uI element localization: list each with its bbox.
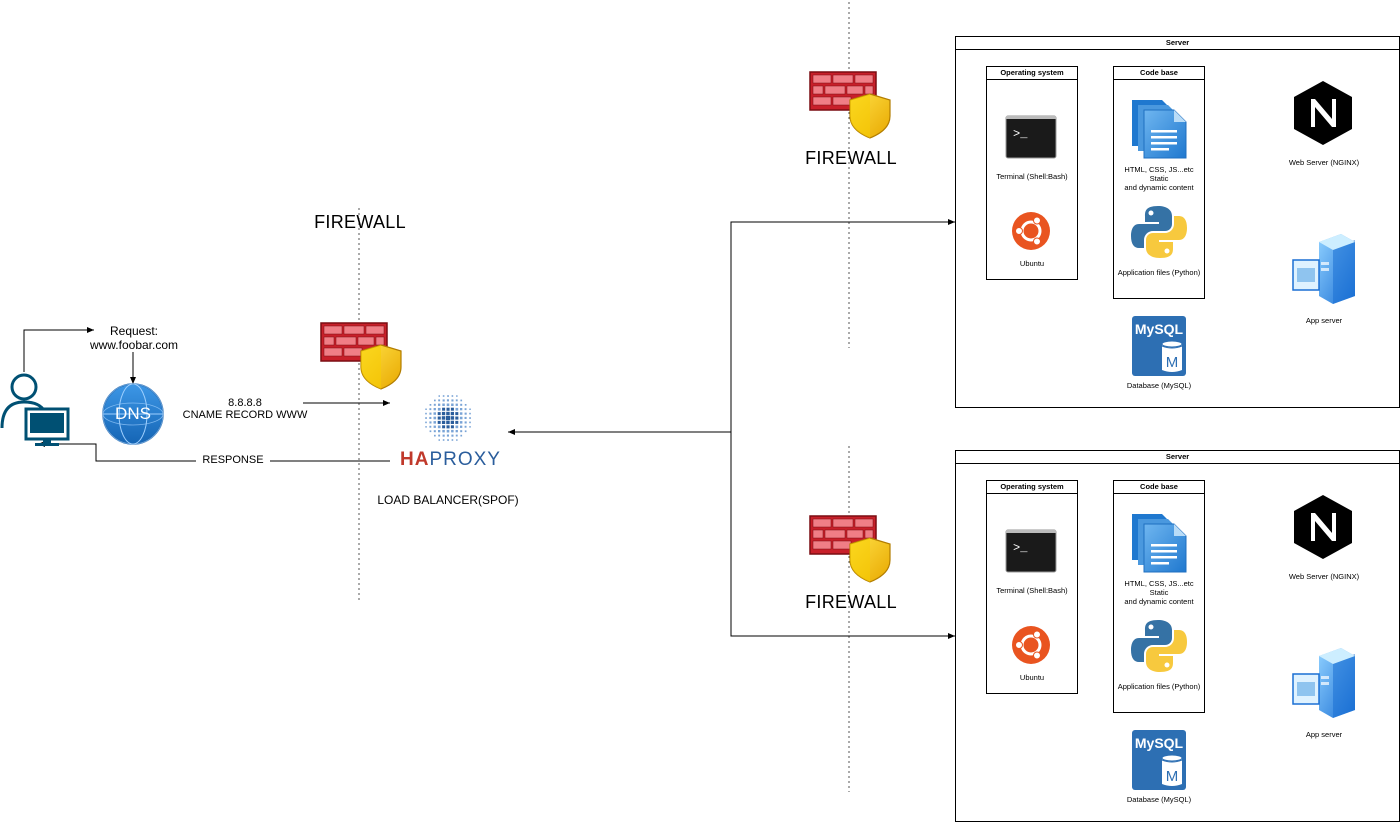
server-title: Server: [956, 451, 1399, 464]
dns-cname: CNAME RECORD WWW: [182, 409, 308, 421]
haproxy-proxy: PROXY: [429, 449, 501, 470]
web-server-label: Web Server (NGINX): [1288, 572, 1360, 581]
document-files-icon: [1130, 98, 1188, 160]
mysql-m: M: [1166, 768, 1179, 785]
python-icon: [1131, 618, 1187, 674]
app-server-icon: [1291, 646, 1357, 722]
request-title: Request:: [109, 324, 159, 338]
server-title: Server: [956, 37, 1399, 50]
haproxy-logo: [425, 395, 471, 441]
database-label: Database (MySQL): [1126, 795, 1192, 804]
static-content-line-2: Static: [1149, 174, 1169, 183]
terminal-icon: >_: [1005, 529, 1057, 573]
firewall-shield-icon: [809, 71, 891, 139]
dns-globe-icon: [102, 383, 164, 445]
terminal-label: Terminal (Shell:Bash): [996, 172, 1068, 181]
static-content-line-1: HTML, CSS, JS...etc: [1124, 579, 1194, 588]
code-base-title: Code base: [1114, 481, 1204, 494]
firewall-label-bottom: FIREWALL: [805, 592, 897, 612]
mysql-text: MySQL: [1135, 735, 1184, 751]
svg-text:>_: >_: [1013, 127, 1028, 141]
app-server-icon: [1291, 232, 1357, 308]
python-label: Application files (Python): [1117, 682, 1201, 691]
dns-ip: 8.8.8.8: [228, 397, 262, 409]
firewall-shield-icon: [320, 322, 402, 390]
app-server-label: App server: [1305, 730, 1343, 739]
lb-to-server-connector: [730, 219, 955, 432]
firewall-label-left: FIREWALL: [314, 212, 406, 232]
operating-system-title: Operating system: [987, 67, 1077, 80]
static-content-line-1: HTML, CSS, JS...etc: [1124, 165, 1194, 174]
dns-label: DNS: [115, 404, 151, 423]
user-computer-icon: [0, 373, 70, 446]
database-label: Database (MySQL): [1126, 381, 1192, 390]
dns-record-info: 8.8.8.8 CNAME RECORD WWW: [180, 397, 310, 421]
ubuntu-icon: [1011, 211, 1051, 251]
nginx-icon: [1292, 79, 1354, 147]
python-label: Application files (Python): [1117, 268, 1201, 277]
ubuntu-label: Ubuntu: [1019, 259, 1045, 268]
haproxy-ha: HA: [400, 449, 430, 470]
mysql-m: M: [1166, 354, 1179, 371]
terminal-label: Terminal (Shell:Bash): [996, 586, 1068, 595]
response-label: RESPONSE: [196, 454, 270, 466]
nginx-icon: [1292, 493, 1354, 561]
static-content-line-2: Static: [1149, 588, 1169, 597]
mysql-database-icon: MySQL M: [1132, 730, 1186, 790]
static-content-line-3: and dynamic content: [1124, 597, 1194, 606]
firewall-label-top: FIREWALL: [805, 148, 897, 168]
operating-system-title: Operating system: [987, 481, 1077, 494]
code-base-title: Code base: [1114, 67, 1204, 80]
lb-to-server2-connector: [730, 432, 955, 639]
document-files-icon: [1130, 512, 1188, 574]
request-label: Request: www.foobar.com: [84, 324, 184, 352]
haproxy-wordmark: HAPROXY: [400, 449, 500, 471]
ubuntu-icon: [1011, 625, 1051, 665]
ubuntu-label: Ubuntu: [1019, 673, 1045, 682]
app-server-label: App server: [1305, 316, 1343, 325]
request-connector: [23, 327, 94, 372]
mysql-text: MySQL: [1135, 321, 1184, 337]
mysql-database-icon: MySQL M: [1132, 316, 1186, 376]
load-balancer-caption: LOAD BALANCER(SPOF): [377, 493, 519, 507]
web-server-label: Web Server (NGINX): [1288, 158, 1360, 167]
terminal-icon: >_: [1005, 115, 1057, 159]
request-url: www.foobar.com: [89, 338, 179, 352]
static-content-line-3: and dynamic content: [1124, 183, 1194, 192]
firewall-shield-icon: [809, 515, 891, 583]
svg-text:>_: >_: [1013, 541, 1028, 555]
python-icon: [1131, 204, 1187, 260]
